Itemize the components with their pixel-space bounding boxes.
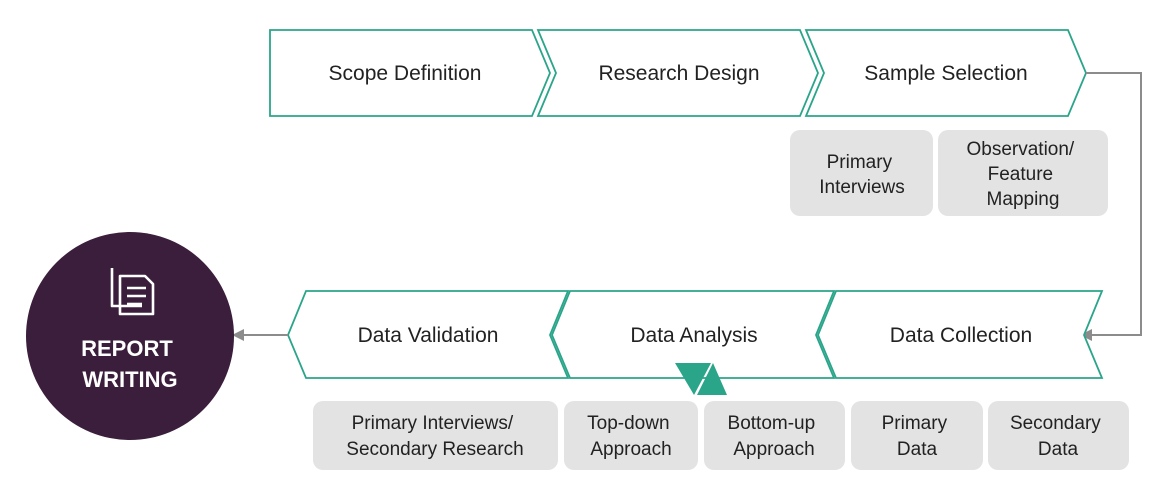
box-primary-data: Primary Data bbox=[851, 401, 983, 470]
box-top-down-approach: Top-down Approach bbox=[564, 401, 698, 470]
box-primary-interviews-secondary-research: Primary Interviews/ Secondary Research bbox=[313, 401, 558, 470]
box-line: Primary bbox=[827, 152, 893, 173]
box-line: Observation/ bbox=[966, 139, 1074, 160]
svg-text:REPORT WRITING: REPORT WRITING bbox=[81, 336, 179, 392]
report-writing-node: REPORT WRITING bbox=[26, 232, 234, 440]
box-line: Mapping bbox=[987, 189, 1060, 210]
box-line: Primary bbox=[882, 413, 948, 434]
svg-text:Top-down Approach: Top-down Approach bbox=[587, 413, 675, 460]
box-line: Interviews bbox=[819, 177, 905, 198]
report-label-line: REPORT bbox=[81, 336, 173, 361]
analysis-split-icon bbox=[675, 363, 727, 395]
svg-text:Observation/ Feature: Observation/ Feature Mapping bbox=[966, 139, 1079, 210]
box-line: Data bbox=[1038, 439, 1079, 460]
box-secondary-data: Secondary Data bbox=[988, 401, 1129, 470]
step-label: Data Collection bbox=[890, 324, 1032, 347]
step-data-analysis: Data Analysis bbox=[551, 290, 836, 379]
svg-text:Primary Interviews/ Seco: Primary Interviews/ Secondary Research bbox=[346, 413, 523, 460]
step-scope-definition: Scope Definition bbox=[269, 29, 551, 117]
box-line: Data bbox=[897, 439, 938, 460]
box-line: Secondary Research bbox=[346, 439, 523, 460]
box-line: Primary Interviews/ bbox=[352, 413, 514, 434]
step-label: Data Analysis bbox=[630, 324, 757, 347]
step-data-validation: Data Validation bbox=[287, 290, 570, 379]
connector-arrow-right bbox=[1080, 72, 1142, 341]
report-label-line: WRITING bbox=[82, 367, 177, 392]
connector-arrow-left bbox=[232, 329, 288, 341]
step-sample-selection: Sample Selection bbox=[804, 29, 1087, 117]
box-bottom-up-approach: Bottom-up Approach bbox=[704, 401, 845, 470]
step-data-collection: Data Collection bbox=[817, 290, 1104, 379]
svg-text:Primary Data: Primary Data bbox=[882, 413, 953, 460]
box-line: Feature bbox=[988, 164, 1053, 185]
step-label: Data Validation bbox=[358, 324, 499, 347]
step-label: Sample Selection bbox=[864, 62, 1027, 85]
step-research-design: Research Design bbox=[536, 29, 819, 117]
step-label: Scope Definition bbox=[329, 62, 482, 85]
step-label: Research Design bbox=[598, 62, 759, 85]
svg-text:Primary Interviews: Primary Interviews bbox=[819, 152, 905, 198]
box-line: Bottom-up bbox=[728, 413, 816, 434]
box-line: Approach bbox=[733, 439, 814, 460]
box-line: Top-down bbox=[587, 413, 669, 434]
svg-text:Bottom-up Approach: Bottom-up Approach bbox=[728, 413, 821, 460]
document-icon bbox=[110, 268, 155, 316]
box-primary-interviews: Primary Interviews bbox=[790, 130, 933, 216]
svg-text:Secondary Data: Secondary Data bbox=[1010, 413, 1106, 460]
box-line: Secondary bbox=[1010, 413, 1101, 434]
box-line: Approach bbox=[590, 439, 671, 460]
box-observation-feature-mapping: Observation/ Feature Mapping bbox=[938, 130, 1108, 216]
